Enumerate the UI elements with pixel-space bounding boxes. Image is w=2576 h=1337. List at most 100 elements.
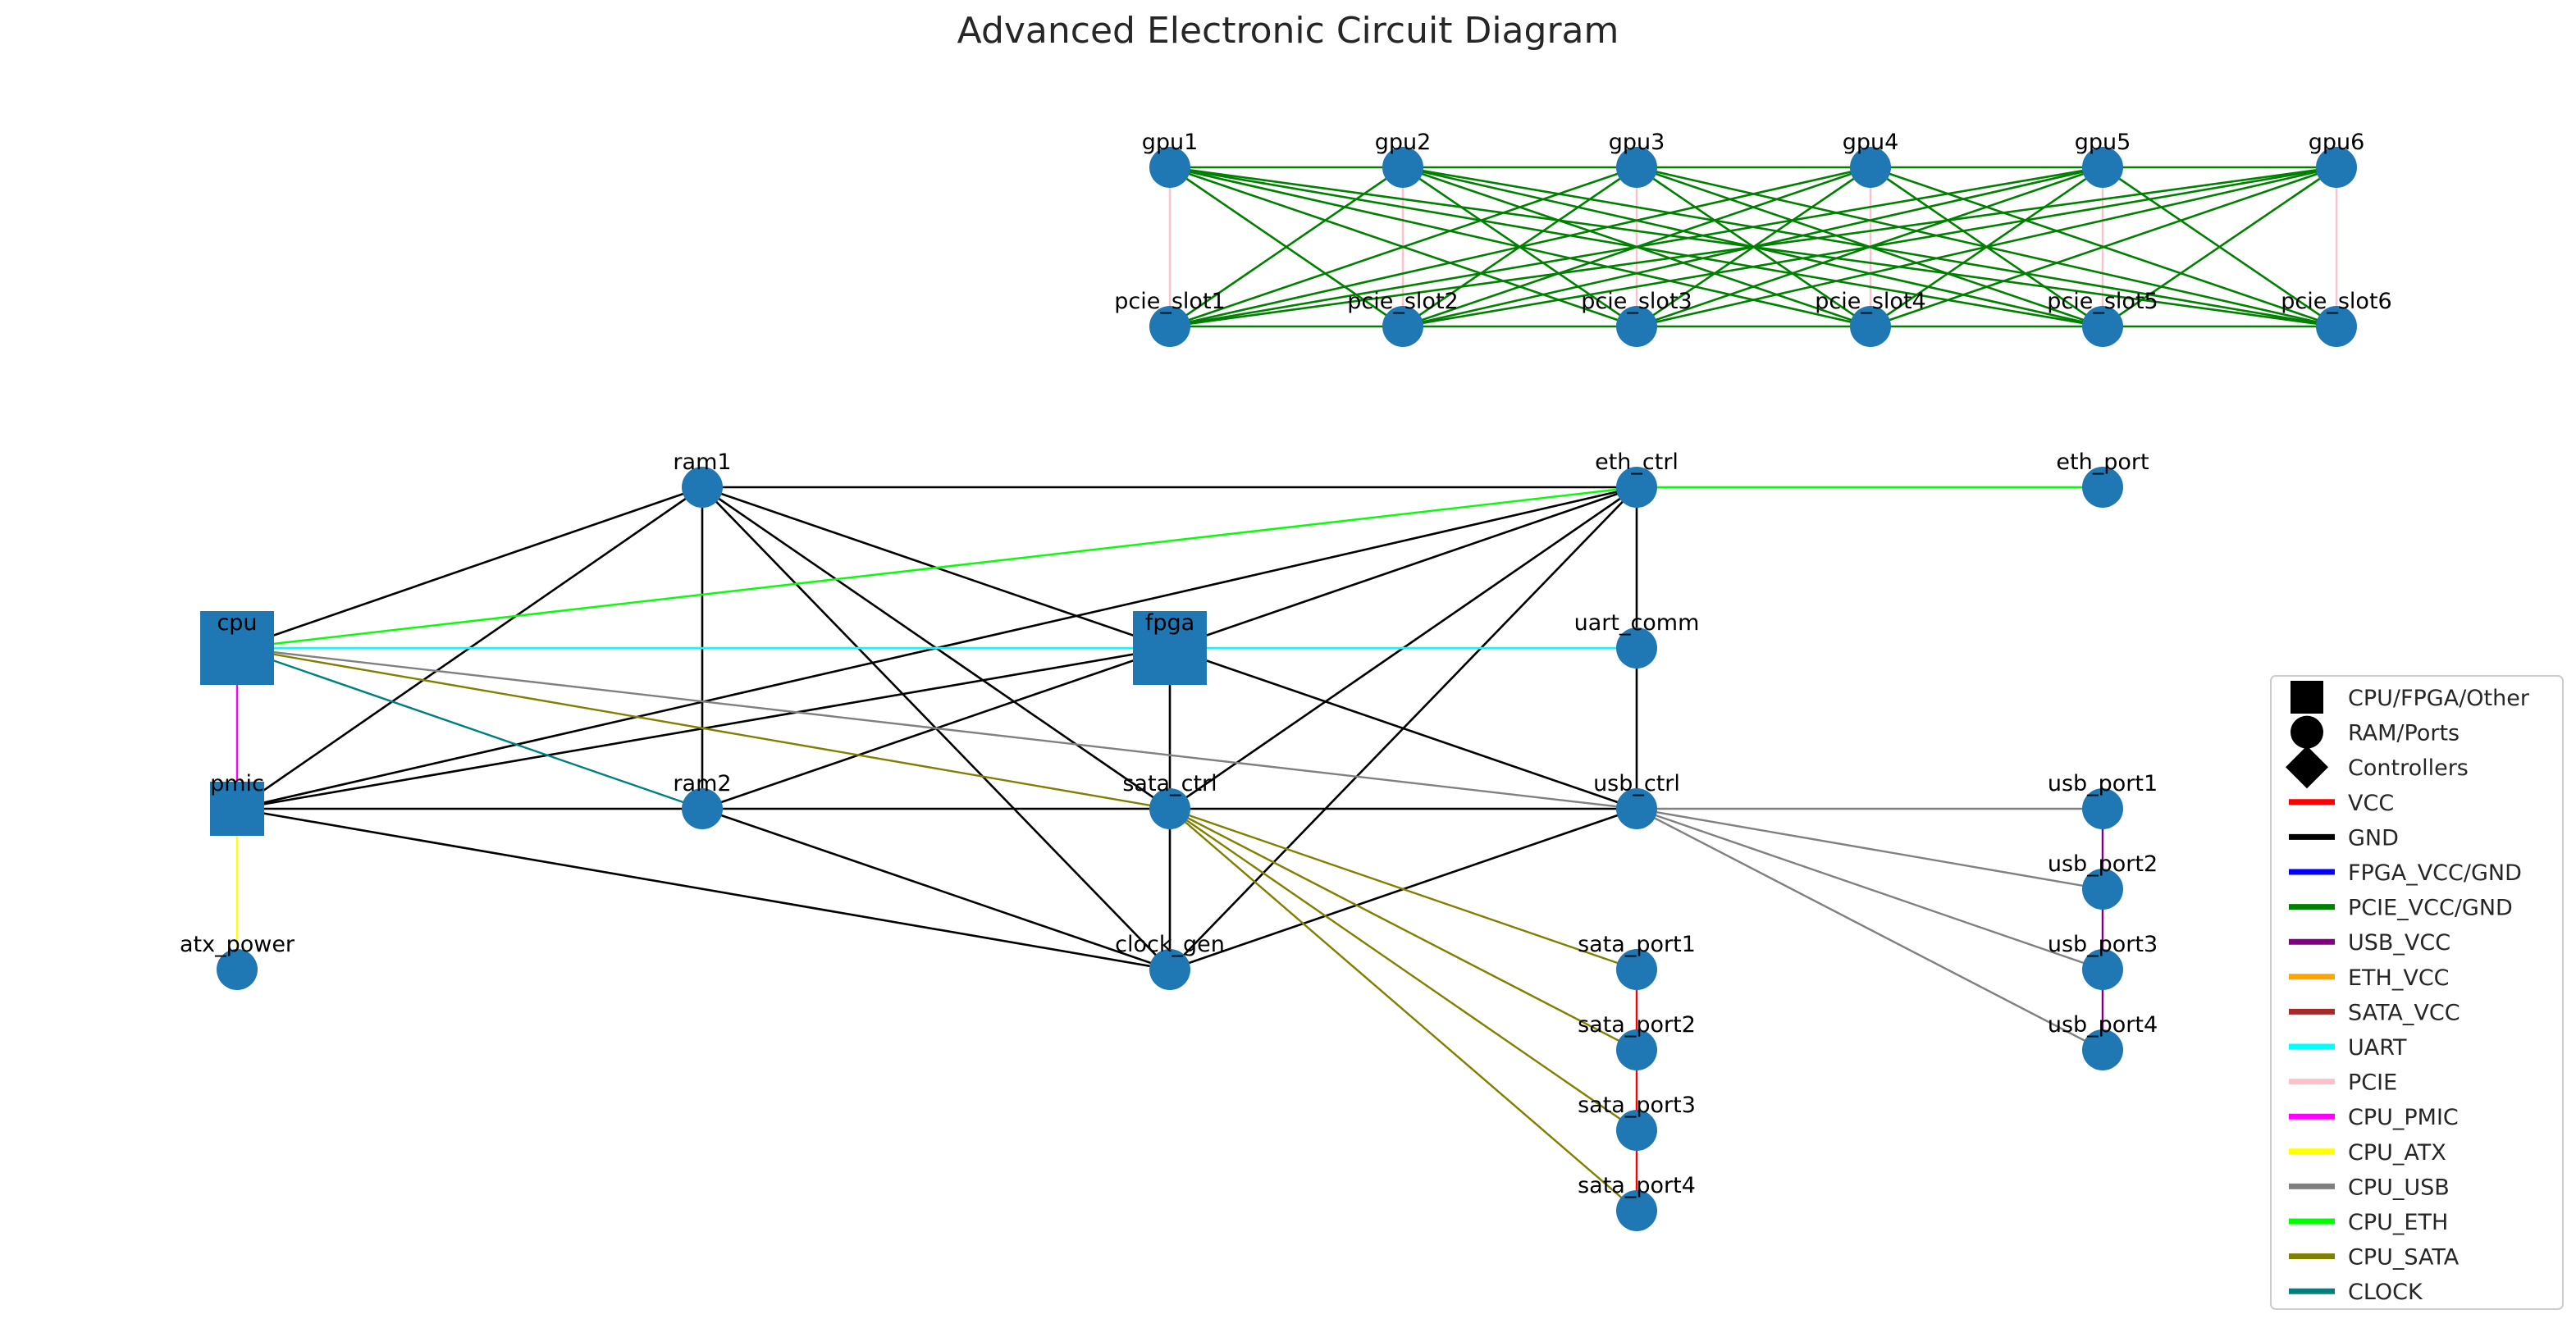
node-ram2-label: ram2 xyxy=(673,771,731,796)
node-ram2 xyxy=(682,788,723,829)
node-sata-port3 xyxy=(1616,1110,1657,1151)
legend-label-clock: CLOCK xyxy=(2348,1280,2423,1305)
node-gpu3-label: gpu3 xyxy=(1609,130,1665,155)
edge-gpu5-pcie-slot1 xyxy=(1169,166,2103,328)
edge-cpu-usb-ctrl xyxy=(236,646,1637,810)
node-fpga xyxy=(1133,611,1207,685)
edge-cpu-ram2 xyxy=(236,646,703,810)
node-pmic-label: pmic xyxy=(210,771,264,796)
legend-label-uart: UART xyxy=(2348,1035,2407,1061)
edge-sata-ctrl-sata-port2 xyxy=(1169,807,1637,1052)
edge-gpu6-pcie-slot4 xyxy=(1870,166,2337,328)
legend-label-sata-vcc: SATA_VCC xyxy=(2348,1000,2460,1025)
edge-cpu-sata-ctrl xyxy=(236,646,1171,810)
node-pcie-slot3-label: pcie_slot3 xyxy=(1581,289,1692,314)
node-pcie-slot6 xyxy=(2316,306,2357,347)
legend-label-fpga-vcc-gnd: FPGA_VCC/GND xyxy=(2348,860,2522,886)
legend-label-cpu-eth: CPU_ETH xyxy=(2348,1210,2448,1235)
node-sata-port3-label: sata_port3 xyxy=(1578,1093,1696,1118)
node-cpu-label: cpu xyxy=(217,610,257,636)
node-gpu2 xyxy=(1382,147,1423,188)
legend-marker-ram-ports xyxy=(2291,715,2323,749)
node-gpu3 xyxy=(1616,147,1657,188)
node-usb-port3-label: usb_port3 xyxy=(2048,932,2158,957)
node-usb-port2-label: usb_port2 xyxy=(2048,851,2158,877)
legend-label-vcc: VCC xyxy=(2348,791,2394,816)
edge-pmic-clock-gen xyxy=(236,807,1171,971)
node-gpu4 xyxy=(1850,147,1891,188)
node-ram1-label: ram1 xyxy=(673,449,731,475)
legend-label-eth-vcc: ETH_VCC xyxy=(2348,965,2450,991)
node-usb-port3 xyxy=(2082,949,2123,990)
legend-label-cpu-usb: CPU_USB xyxy=(2348,1175,2450,1200)
node-pcie-slot1-label: pcie_slot1 xyxy=(1114,289,1225,314)
edge-usb-ctrl-usb-port2 xyxy=(1636,807,2103,891)
node-gpu6-label: gpu6 xyxy=(2309,130,2365,155)
legend-label-pcie-vcc-gnd: PCIE_VCC/GND xyxy=(2348,896,2513,921)
node-clock-gen-label: clock_gen xyxy=(1115,932,1225,957)
edge-gpu6-pcie-slot1 xyxy=(1169,166,2337,328)
diagram-title: Advanced Electronic Circuit Diagram xyxy=(957,10,1619,52)
legend-box xyxy=(2270,675,2564,1310)
legend-label-cpu-fpga-other: CPU/FPGA/Other xyxy=(2348,686,2530,711)
node-sata-ctrl xyxy=(1149,788,1190,829)
legend-label-cpu-pmic: CPU_PMIC xyxy=(2348,1105,2459,1130)
node-sata-port1 xyxy=(1616,949,1657,990)
node-pcie-slot5-label: pcie_slot5 xyxy=(2047,289,2158,314)
legend-label-ram-ports: RAM/Ports xyxy=(2348,721,2460,746)
node-pcie-slot3 xyxy=(1616,306,1657,347)
edge-usb-ctrl-usb-port4 xyxy=(1636,807,2103,1052)
edge-fpga-usb-ctrl xyxy=(1169,646,1637,810)
edges-layer xyxy=(235,166,2338,1212)
node-eth-port-label: eth_port xyxy=(2056,449,2149,475)
node-sata-port2-label: sata_port2 xyxy=(1578,1012,1696,1038)
edge-cpu-eth-ctrl xyxy=(236,486,1637,650)
nodes-layer xyxy=(200,147,2357,1231)
edge-gpu6-pcie-slot5 xyxy=(2102,166,2337,328)
legend-label-usb-vcc: USB_VCC xyxy=(2348,930,2450,956)
node-pcie-slot6-label: pcie_slot6 xyxy=(2281,289,2391,314)
node-sata-port4-label: sata_port4 xyxy=(1578,1173,1696,1198)
node-gpu1-label: gpu1 xyxy=(1142,130,1199,155)
node-uart-comm-label: uart_comm xyxy=(1574,610,1700,636)
node-eth-port xyxy=(2082,467,2123,508)
node-cpu xyxy=(200,611,274,685)
node-sata-ctrl-label: sata_ctrl xyxy=(1122,771,1217,796)
edge-gpu6-pcie-slot3 xyxy=(1636,166,2337,328)
legend-marker-controllers xyxy=(2286,746,2328,789)
node-ram1 xyxy=(682,467,723,508)
edge-gpu6-pcie-slot2 xyxy=(1402,166,2337,328)
node-usb-port4-label: usb_port4 xyxy=(2048,1012,2158,1038)
node-gpu1 xyxy=(1149,147,1190,188)
edge-gpu3-pcie-slot1 xyxy=(1169,166,1637,328)
legend-label-gnd: GND xyxy=(2348,825,2399,851)
edge-usb-ctrl-usb-port3 xyxy=(1636,807,2103,971)
node-eth-ctrl-label: eth_ctrl xyxy=(1595,449,1679,475)
node-gpu4-label: gpu4 xyxy=(1843,130,1899,155)
legend: CPU/FPGA/OtherRAM/PortsControllersVCCGND… xyxy=(2270,675,2564,1310)
node-usb-port1 xyxy=(2082,788,2123,829)
node-pcie-slot2 xyxy=(1382,306,1423,347)
edge-sata-ctrl-sata-port4 xyxy=(1169,808,1637,1212)
node-sata-port4 xyxy=(1616,1190,1657,1231)
legend-marker-cpu-fpga-other xyxy=(2291,681,2323,714)
node-pcie-slot4 xyxy=(1850,306,1891,347)
node-atx-power-label: atx_power xyxy=(180,932,295,957)
node-sata-port1-label: sata_port1 xyxy=(1578,932,1696,957)
node-gpu2-label: gpu2 xyxy=(1375,130,1432,155)
edge-ram2-clock-gen xyxy=(701,807,1171,971)
node-pcie-slot2-label: pcie_slot2 xyxy=(1347,289,1458,314)
edge-eth-ctrl-fpga xyxy=(1169,486,1637,650)
legend-label-cpu-atx: CPU_ATX xyxy=(2348,1140,2446,1166)
node-pcie-slot5 xyxy=(2082,306,2123,347)
edge-sata-ctrl-sata-port1 xyxy=(1169,807,1637,971)
edge-gpu2-pcie-slot1 xyxy=(1169,166,1404,328)
node-pcie-slot4-label: pcie_slot4 xyxy=(1815,289,1925,314)
node-gpu6 xyxy=(2316,147,2357,188)
node-usb-port1-label: usb_port1 xyxy=(2048,771,2158,796)
node-fpga-label: fpga xyxy=(1145,610,1194,636)
node-eth-ctrl xyxy=(1616,467,1657,508)
node-usb-ctrl xyxy=(1616,788,1657,829)
